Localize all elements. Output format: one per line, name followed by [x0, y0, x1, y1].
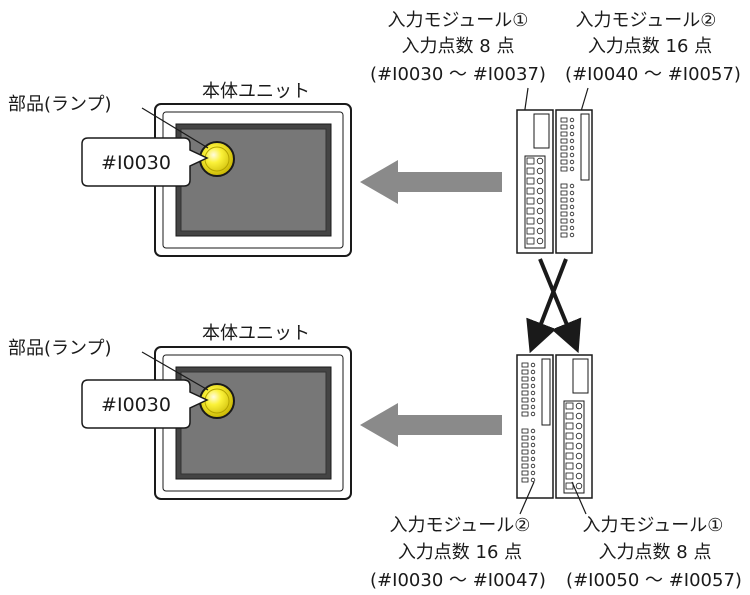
top-part-label: 部品(ランプ): [8, 94, 112, 115]
top-module-left-range: (#I0030 〜 #I0037): [370, 64, 546, 85]
bottom-section: 本体ユニット 部品(ランプ) #I0030: [8, 323, 742, 591]
top-section: 本体ユニット 部品(ランプ) #I0030 入力モジュール① 入力点数 8 点 …: [8, 10, 741, 257]
top-screen: [180, 128, 327, 232]
top-module-16pt: [555, 109, 593, 254]
top-gray-arrow: [360, 160, 502, 204]
top-address-callout: [81, 137, 209, 187]
top-module-8pt: [516, 109, 554, 254]
bottom-gray-arrow: [360, 403, 502, 447]
top-unit-label: 本体ユニット: [202, 81, 310, 102]
bottom-module-8pt: [555, 354, 593, 499]
bottom-address: #I0030: [101, 394, 171, 416]
bottom-module-left-leader: [519, 481, 535, 515]
bottom-module-left-points: 入力点数 16 点: [398, 542, 522, 563]
bottom-part-label: 部品(ランプ): [8, 338, 112, 359]
top-module-right-points: 入力点数 16 点: [588, 36, 712, 57]
bottom-module-right-leader: [571, 481, 587, 515]
bottom-unit-label: 本体ユニット: [202, 323, 310, 344]
swap-arrow-right: [538, 258, 582, 354]
bottom-part-leader: [141, 351, 209, 391]
swap-arrows: [526, 258, 582, 354]
bottom-module-right-points: 入力点数 8 点: [599, 542, 712, 563]
bottom-module-right-name: 入力モジュール①: [583, 515, 724, 536]
top-part-leader: [141, 107, 209, 149]
top-module-left-points: 入力点数 8 点: [402, 36, 515, 57]
bottom-address-callout: [81, 379, 209, 429]
bottom-module-left-name: 入力モジュール②: [390, 515, 531, 536]
swap-arrow-left: [526, 258, 568, 354]
top-module-right-range: (#I0040 〜 #I0057): [565, 64, 741, 85]
top-module-right-name: 入力モジュール②: [576, 10, 717, 31]
top-address: #I0030: [101, 152, 171, 174]
top-module-left-name: 入力モジュール①: [388, 10, 529, 31]
bottom-module-left-range: (#I0030 〜 #I0047): [370, 570, 546, 591]
bottom-module-right-range: (#I0050 〜 #I0057): [566, 570, 742, 591]
top-main-unit: [154, 103, 352, 257]
bottom-module-16pt: [516, 354, 554, 499]
